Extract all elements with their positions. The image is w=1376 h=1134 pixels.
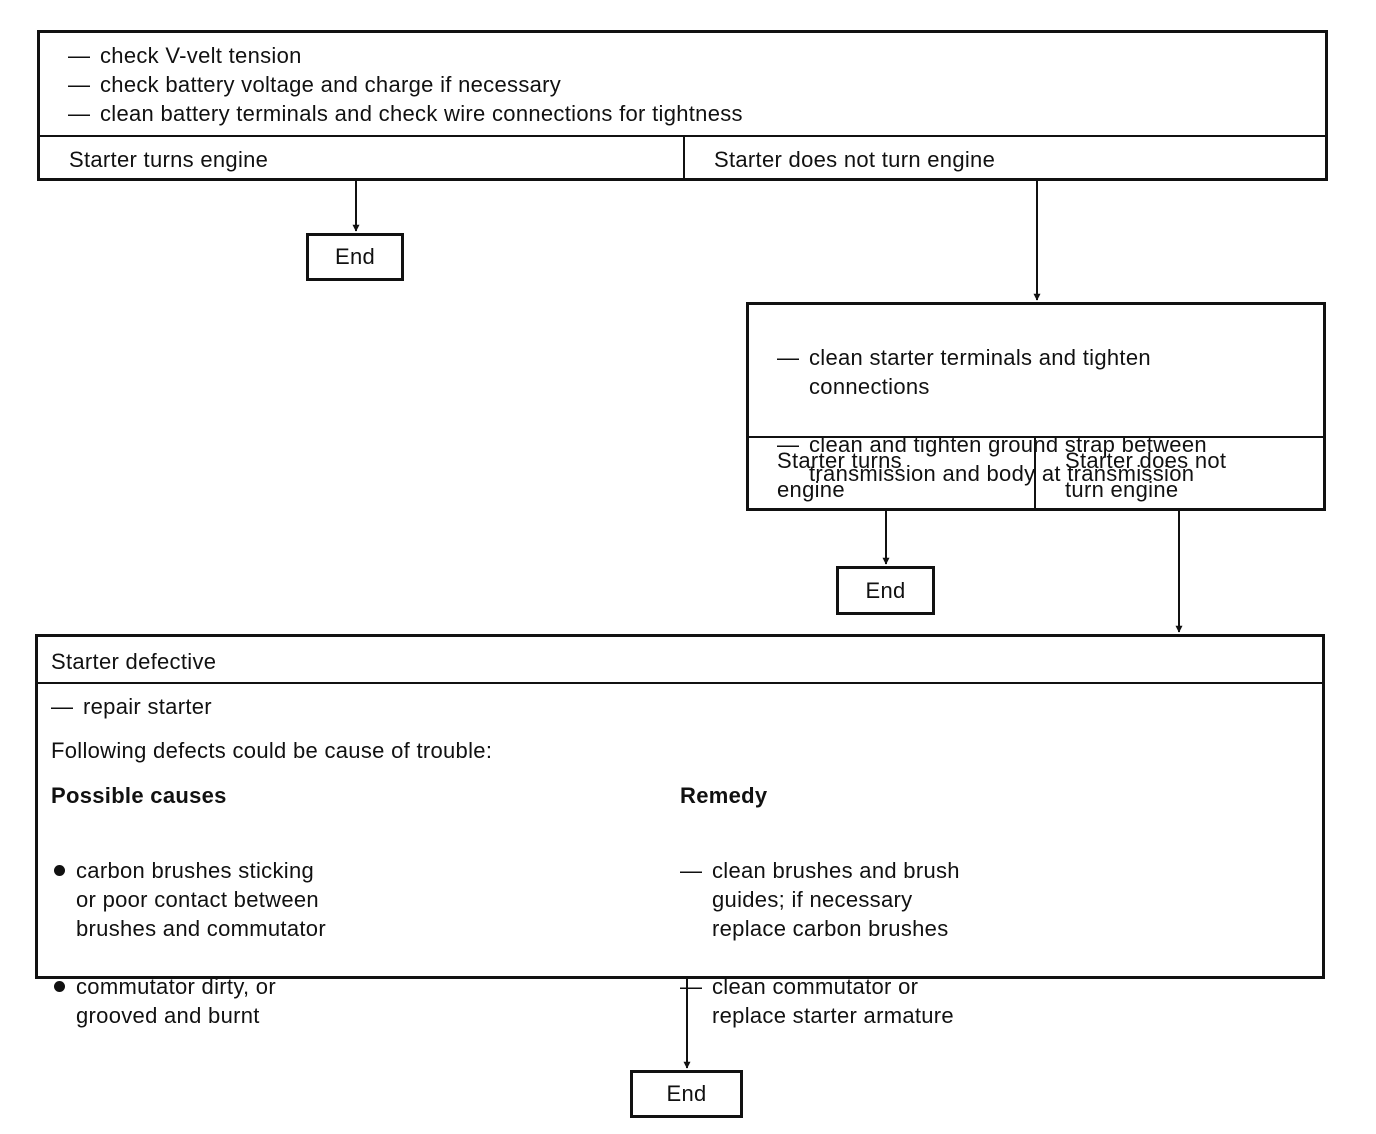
- cause-item-commutator: commutator dirty, or grooved and burnt: [52, 972, 326, 1030]
- causes-list: carbon brushes sticking or poor contact …: [52, 827, 326, 1059]
- box1-divider: [40, 135, 1325, 137]
- check-item-starter-terminals: clean starter terminals and tighten conn…: [777, 343, 1207, 401]
- check-item-terminals: clean battery terminals and check wire c…: [68, 99, 743, 128]
- remedy-item-brushes: clean brushes and brush guides; if neces…: [680, 856, 960, 943]
- check-item-vbelt: check V-velt tension: [68, 41, 743, 70]
- box1-branch-turns: Starter turns engine: [69, 147, 269, 172]
- box2-divider: [749, 436, 1323, 438]
- end-box-3: End: [630, 1070, 743, 1118]
- repair-action: repair starter: [51, 692, 212, 721]
- initial-checks-list: check V-velt tension check battery volta…: [68, 41, 743, 128]
- repair-action-list: repair starter: [51, 692, 212, 721]
- cause-item-brushes: carbon brushes sticking or poor contact …: [52, 856, 326, 943]
- initial-checks-box: check V-velt tension check battery volta…: [37, 30, 1328, 181]
- remedy-item-commutator: clean commutator or replace starter arma…: [680, 972, 960, 1030]
- causes-heading: Possible causes: [51, 783, 227, 808]
- defects-intro: Following defects could be cause of trou…: [51, 738, 493, 763]
- starter-defective-title: Starter defective: [51, 649, 217, 674]
- end-box-2: End: [836, 566, 935, 615]
- check-item-battery: check battery voltage and charge if nece…: [68, 70, 743, 99]
- remedies-list: clean brushes and brush guides; if neces…: [680, 827, 960, 1059]
- box2-branch-turns: Starter turns engine: [777, 448, 902, 502]
- remedy-heading: Remedy: [680, 783, 768, 808]
- starter-defective-box: Starter defective repair starter Followi…: [35, 634, 1325, 1028]
- starter-connections-box: clean starter terminals and tighten conn…: [746, 302, 1326, 511]
- box1-branch-divider: [683, 135, 685, 178]
- box2-branch-not-turns: Starter does not turn engine: [1065, 448, 1227, 502]
- end-box-1: End: [306, 233, 404, 281]
- box1-branch-not-turns: Starter does not turn engine: [714, 147, 996, 172]
- box3-divider: [38, 682, 1322, 684]
- box2-branch-divider: [1034, 436, 1036, 508]
